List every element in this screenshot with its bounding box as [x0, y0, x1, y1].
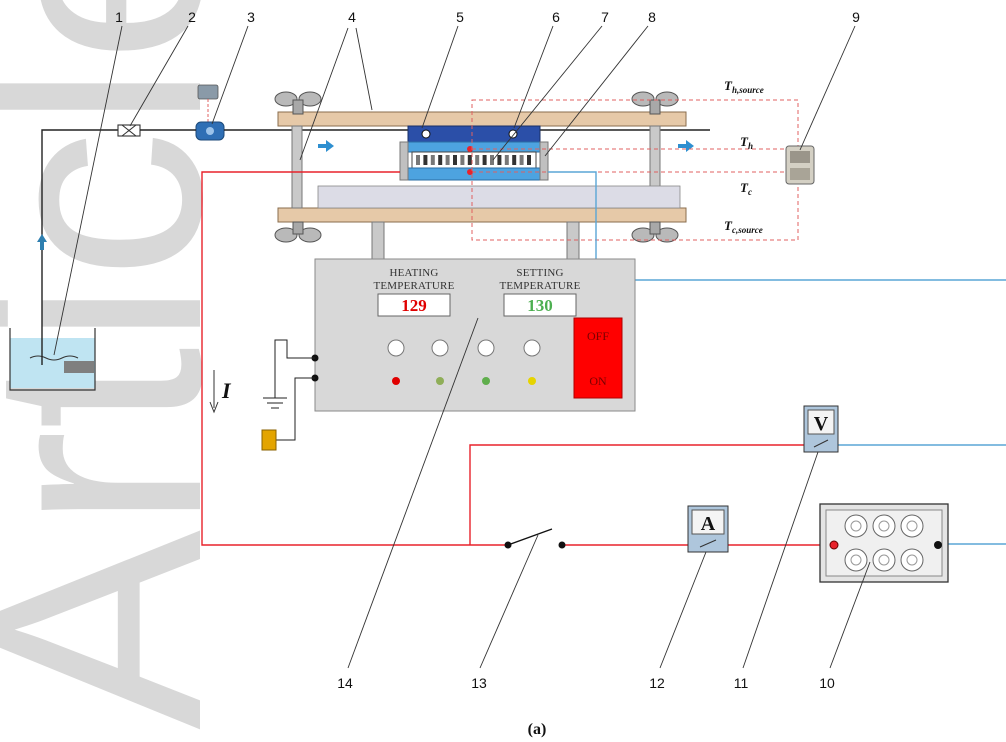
thermoelectric-leg	[460, 155, 465, 165]
indicator-led-icon	[436, 377, 444, 385]
control-knob-icon[interactable]	[523, 339, 541, 357]
ammeter-label: A	[701, 513, 716, 535]
temperature-label-hot: Th	[740, 134, 753, 151]
control-knob-icon[interactable]	[387, 339, 405, 357]
signal-wires	[548, 171, 1006, 545]
temperature-controller: HEATING TEMPERATURE 129 SETTING TEMPERAT…	[311, 258, 636, 412]
temperature-label-cold-source: Tc,source	[724, 218, 763, 235]
thermoelectric-legs	[416, 155, 531, 165]
heating-temp-label-1: HEATING	[389, 267, 438, 279]
thermoelectric-leg	[512, 155, 517, 165]
circuit-switch[interactable]	[504, 528, 566, 549]
callout-1: 1	[115, 9, 123, 25]
callout-6: 6	[552, 9, 560, 25]
thermoelectric-leg	[423, 155, 428, 165]
flow-up-arrow-icon	[37, 234, 47, 242]
load-resistor-coil-icon	[872, 514, 896, 538]
temperature-label-hot-source: Th,source	[724, 78, 764, 95]
callout-10: 10	[819, 675, 835, 691]
indicator-led-icon	[528, 377, 536, 385]
callout-8: 8	[648, 9, 656, 25]
valve	[117, 124, 141, 137]
power-off-label: OFF	[587, 329, 609, 343]
callout-11: 11	[734, 675, 749, 691]
thermoelectric-leg	[445, 155, 450, 165]
thermoelectric-leg	[527, 155, 531, 165]
callout-13: 13	[471, 675, 487, 691]
inlet-pipe	[37, 129, 120, 365]
data-logger	[785, 145, 815, 185]
callout-2: 2	[188, 9, 196, 25]
thermoelectric-leg	[504, 155, 509, 165]
thermoelectric-leg	[490, 155, 494, 165]
thermoelectric-leg	[438, 155, 443, 165]
wing-nut-icon	[274, 221, 322, 243]
ammeter: A	[687, 505, 729, 553]
heating-temp-label-2: TEMPERATURE	[373, 280, 454, 292]
callout-leaders	[53, 25, 871, 669]
load-resistor-bank	[844, 514, 924, 572]
callout-5: 5	[456, 9, 464, 25]
control-knob-icon[interactable]	[431, 339, 449, 357]
thermoelectric-leg	[482, 155, 487, 165]
load-resistor-coil-icon	[844, 514, 868, 538]
load-circuit-wires	[201, 171, 830, 546]
clamp-frame	[274, 91, 687, 261]
voltmeter: V	[803, 405, 839, 453]
callout-9: 9	[852, 9, 860, 25]
electronic-load	[819, 503, 949, 583]
thermoelectric-leg	[467, 155, 472, 165]
thermoelectric-leg	[519, 155, 524, 165]
wing-nut-icon	[274, 91, 322, 115]
indicator-led-icon	[482, 377, 490, 385]
heater-plug-icon	[261, 429, 277, 451]
flow-right-arrow-icon	[318, 140, 334, 152]
heating-temp-display: 129	[401, 296, 427, 315]
thermoelectric-leg	[430, 155, 435, 165]
callout-3: 3	[247, 9, 255, 25]
setting-temp-label-2: TEMPERATURE	[499, 280, 580, 292]
thermoelectric-leg	[416, 155, 420, 165]
thermoelectric-leg	[453, 155, 457, 165]
load-resistor-coil-icon	[844, 548, 868, 572]
indicator-led-icon	[392, 377, 400, 385]
flow-right-arrow-icon	[678, 140, 694, 152]
voltmeter-label: V	[814, 413, 829, 435]
power-switch[interactable]	[573, 317, 623, 399]
pump	[195, 84, 225, 141]
wing-nut-icon	[631, 221, 679, 243]
current-label: I	[221, 378, 232, 403]
water-tank	[9, 328, 96, 391]
current-arrow-icon	[209, 370, 219, 414]
ground-connection	[263, 339, 315, 441]
callout-12: 12	[649, 675, 665, 691]
power-on-label: ON	[589, 374, 607, 388]
wing-nut-icon	[631, 91, 679, 115]
setting-temp-label-1: SETTING	[516, 267, 563, 279]
control-knob-icon[interactable]	[477, 339, 495, 357]
setting-temp-display: 130	[527, 296, 553, 315]
figure-caption: (a)	[528, 721, 547, 738]
thermoelectric-leg	[497, 155, 502, 165]
callout-14: 14	[337, 675, 353, 691]
load-resistor-coil-icon	[900, 548, 924, 572]
load-resistor-coil-icon	[900, 514, 924, 538]
thermoelectric-leg	[475, 155, 480, 165]
load-resistor-coil-icon	[872, 548, 896, 572]
callout-4: 4	[348, 9, 356, 25]
temperature-label-cold: Tc	[740, 180, 752, 197]
callout-7: 7	[601, 9, 609, 25]
teg-stack	[399, 125, 549, 181]
